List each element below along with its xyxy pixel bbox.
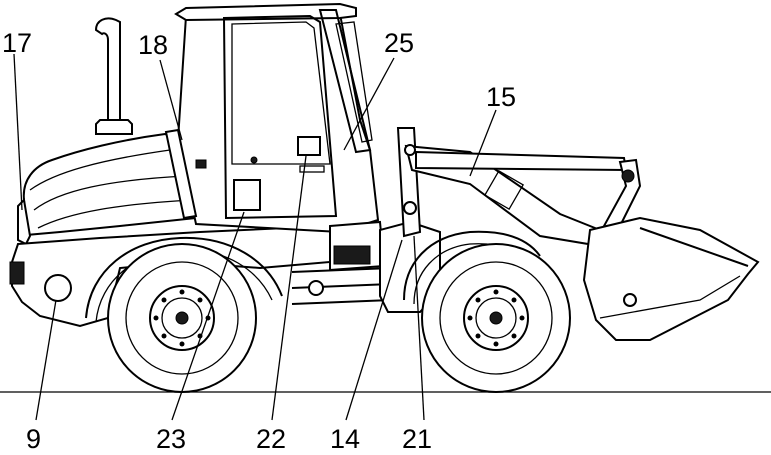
rear-fender (85, 236, 283, 319)
leader-17 (13, 53, 23, 211)
rear-light (9, 261, 25, 285)
callout-9: 9 (26, 424, 41, 454)
hood-line-2 (37, 199, 193, 229)
callout-22: 22 (256, 424, 286, 454)
hood-line-1 (33, 175, 186, 211)
cab-front-pillar (318, 9, 372, 154)
decal-plate-23 (233, 179, 261, 211)
lift-arm-window-1 (483, 169, 525, 211)
exhaust-pipe (94, 17, 121, 131)
bucket-pin (623, 293, 637, 307)
callout-21: 21 (402, 424, 432, 454)
cab-door-window (231, 21, 331, 165)
leader-18 (159, 59, 183, 141)
pivot-pin-2 (403, 201, 417, 215)
cab-handle (250, 156, 258, 164)
front-wheel (421, 243, 571, 393)
rear-frame (11, 224, 331, 328)
leader-9 (35, 299, 57, 421)
callout-18: 18 (138, 30, 168, 60)
callout-23: 23 (156, 424, 186, 454)
cab-front-window (335, 21, 373, 143)
decal-plate-22 (297, 136, 321, 156)
cab-reflector (195, 159, 207, 169)
callout-15: 15 (486, 82, 516, 112)
pivot-pin-1 (621, 169, 635, 183)
pivot-pin-3 (404, 144, 416, 156)
hood-line-3 (29, 149, 171, 191)
air-intake (95, 119, 133, 135)
rear-grille (17, 197, 32, 246)
bucket (582, 216, 760, 341)
step-ladder (291, 267, 391, 305)
rear-wheel-bolts (153, 289, 211, 347)
bucket-edge (639, 227, 749, 267)
front-wheel-bolts (467, 289, 525, 347)
callout-17: 17 (2, 28, 32, 58)
bucket-bottom (599, 275, 741, 319)
callout-14: 14 (330, 424, 360, 454)
step-plate (333, 245, 371, 265)
cab-badge (299, 165, 325, 173)
rear-wheel (107, 243, 257, 393)
callout-25: 25 (384, 28, 414, 58)
cab-rear-column (164, 128, 198, 220)
leader-15 (469, 109, 497, 177)
lift-cylinder (415, 150, 628, 172)
leader-23 (171, 211, 245, 421)
leader-14 (345, 239, 403, 421)
leader-22 (271, 155, 307, 421)
cab-door (222, 14, 338, 220)
leader-21 (413, 235, 425, 421)
leader-25 (343, 57, 395, 151)
front-fender (403, 230, 541, 301)
rear-round-lamp (44, 274, 72, 302)
fuel-cap (308, 280, 324, 296)
